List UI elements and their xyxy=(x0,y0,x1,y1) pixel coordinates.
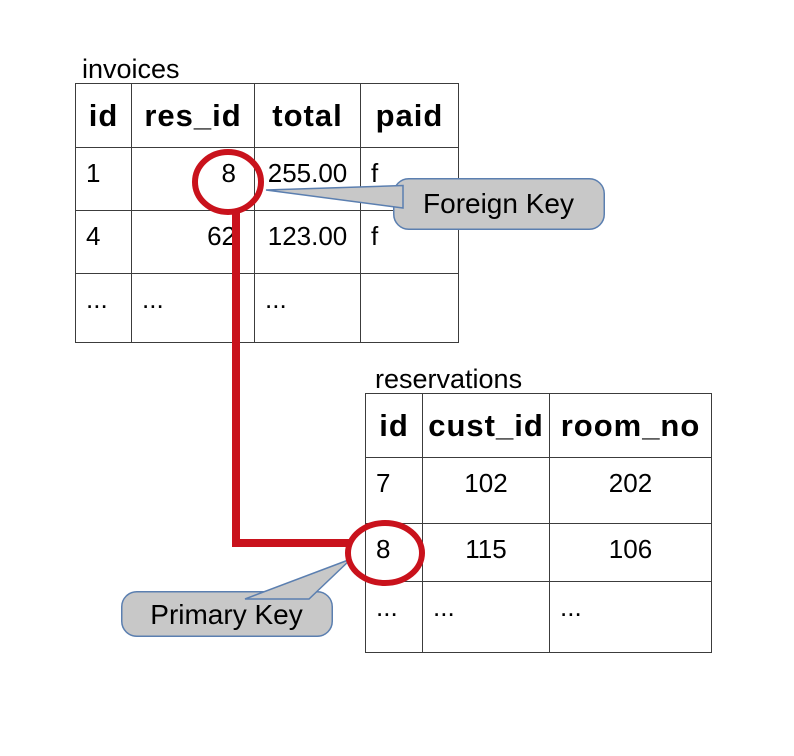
table-cell: ... xyxy=(365,581,423,653)
table-cell: ... xyxy=(75,273,132,343)
table-cell: ... xyxy=(422,581,550,653)
table-cell: 62 xyxy=(131,210,255,274)
table-cell: 115 xyxy=(422,523,550,582)
table-cell xyxy=(360,273,459,343)
table-cell: ... xyxy=(131,273,255,343)
reservations-table-label: reservations xyxy=(375,364,523,394)
table-cell: 123.00 xyxy=(254,210,361,274)
table-cell: 255.00 xyxy=(254,147,361,211)
reservations-table: id cust_id room_no 7 102 202 8 115 106 .… xyxy=(365,393,712,653)
table-cell: 4 xyxy=(75,210,132,274)
table-cell: 106 xyxy=(549,523,712,582)
table-cell: 1 xyxy=(75,147,132,211)
table-cell: 8 xyxy=(365,523,423,582)
table-cell: ... xyxy=(549,581,712,653)
table-cell: 8 xyxy=(131,147,255,211)
table-row: 8 115 106 xyxy=(365,523,712,582)
table-row: 7 102 202 xyxy=(365,457,712,524)
table-row: ... ... ... xyxy=(75,273,459,343)
column-header-room-no: room_no xyxy=(549,393,712,458)
foreign-key-callout-label: Foreign Key xyxy=(423,187,574,219)
column-header-id: id xyxy=(365,393,423,458)
column-header-res-id: res_id xyxy=(131,83,255,148)
primary-key-callout-label: Primary Key xyxy=(150,598,303,630)
column-header-cust-id: cust_id xyxy=(422,393,550,458)
column-header-total: total xyxy=(254,83,361,148)
column-header-id: id xyxy=(75,83,132,148)
table-cell: 102 xyxy=(422,457,550,524)
table-cell: 202 xyxy=(549,457,712,524)
column-header-paid: paid xyxy=(360,83,459,148)
table-cell: ... xyxy=(254,273,361,343)
table-header-row: id res_id total paid xyxy=(75,83,459,148)
table-cell: 7 xyxy=(365,457,423,524)
invoices-table-label: invoices xyxy=(82,54,180,84)
table-header-row: id cust_id room_no xyxy=(365,393,712,458)
table-row: ... ... ... xyxy=(365,581,712,653)
